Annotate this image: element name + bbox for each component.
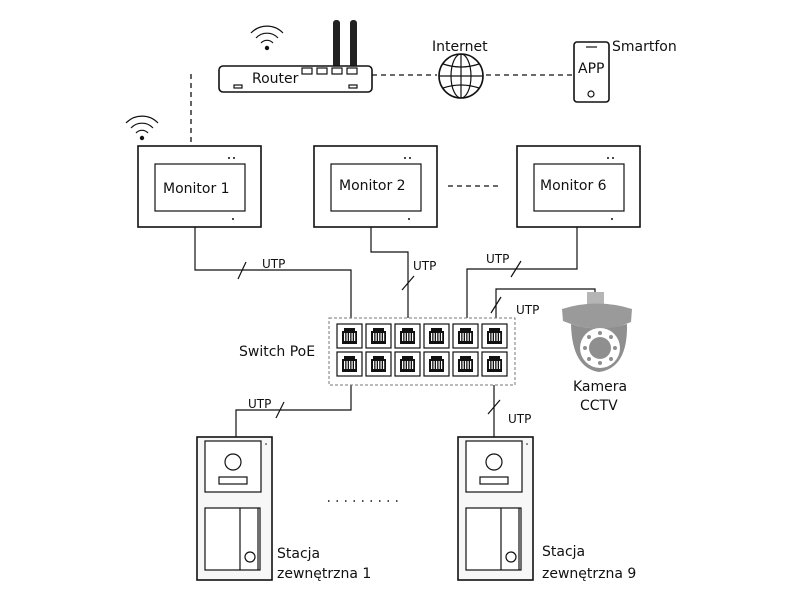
wifi-icon bbox=[250, 25, 284, 51]
monitor2-utp-cable bbox=[370, 227, 409, 322]
outdoor-station-9 bbox=[457, 436, 534, 581]
switch-ports bbox=[336, 323, 508, 377]
rj45-port-icon bbox=[336, 323, 363, 349]
camera-label-line1: Kamera bbox=[573, 379, 627, 395]
cable-slash bbox=[401, 275, 415, 291]
router-label: Router bbox=[252, 71, 299, 87]
smartphone-label: Smartfon bbox=[612, 39, 677, 55]
monitor-6: Monitor 6 bbox=[516, 145, 641, 228]
rj45-port-icon bbox=[394, 323, 421, 349]
rj45-port-icon bbox=[394, 351, 421, 377]
router-port bbox=[316, 67, 328, 75]
cable-slash bbox=[275, 401, 285, 419]
station1-label-line2: zewnętrzna 1 bbox=[277, 566, 371, 582]
rj45-port-icon bbox=[336, 351, 363, 377]
camera-label-line2: CCTV bbox=[580, 398, 618, 414]
router-led bbox=[348, 84, 358, 89]
rj45-port-icon bbox=[365, 351, 392, 377]
monitor1-label: Monitor 1 bbox=[163, 181, 230, 197]
rj45-port-icon bbox=[481, 351, 508, 377]
router-port bbox=[331, 67, 343, 75]
rj45-port-icon bbox=[423, 323, 450, 349]
rj45-port-icon bbox=[481, 323, 508, 349]
internet-label: Internet bbox=[432, 39, 488, 55]
poe-switch bbox=[328, 317, 516, 386]
cable-slash bbox=[237, 261, 247, 280]
monitor1-utp-cable bbox=[194, 227, 352, 322]
station1-label-line1: Stacja bbox=[277, 546, 320, 562]
monitor2-label: Monitor 2 bbox=[339, 178, 406, 194]
rj45-port-icon bbox=[423, 351, 450, 377]
station1-utp-cable bbox=[235, 380, 352, 437]
router-led bbox=[233, 84, 243, 89]
wifi-icon bbox=[125, 115, 159, 141]
app-label: APP bbox=[578, 61, 604, 77]
monitor-1: Monitor 1 bbox=[137, 145, 262, 228]
switch-label: Switch PoE bbox=[239, 344, 315, 360]
monitor-2: Monitor 2 bbox=[313, 145, 438, 228]
cable-slash bbox=[510, 260, 522, 278]
station9-label-line1: Stacja bbox=[542, 544, 585, 560]
smartphone-icon: APP bbox=[573, 41, 610, 103]
station9-label-line2: zewnętrzna 9 bbox=[542, 566, 636, 582]
rj45-port-icon bbox=[365, 323, 392, 349]
router-body bbox=[218, 65, 373, 93]
utp-label: UTP bbox=[413, 259, 436, 273]
outdoor-station-1 bbox=[196, 436, 273, 581]
utp-label: UTP bbox=[248, 397, 271, 411]
router-port bbox=[301, 67, 313, 75]
utp-label: UTP bbox=[486, 252, 509, 266]
cable-slash bbox=[487, 399, 501, 415]
router: Router bbox=[218, 20, 373, 93]
utp-label: UTP bbox=[516, 303, 539, 317]
router-port bbox=[346, 67, 358, 75]
monitor6-utp-cable bbox=[466, 227, 578, 322]
router-antenna bbox=[350, 20, 357, 68]
globe-icon bbox=[438, 53, 484, 99]
camera-icon bbox=[562, 292, 632, 372]
connections bbox=[190, 74, 596, 502]
utp-label: UTP bbox=[262, 257, 285, 271]
rj45-port-icon bbox=[452, 351, 479, 377]
router-antenna bbox=[333, 20, 340, 68]
rj45-port-icon bbox=[452, 323, 479, 349]
utp-label: UTP bbox=[508, 412, 531, 426]
cable-slash bbox=[490, 296, 502, 314]
monitor6-label: Monitor 6 bbox=[540, 178, 607, 194]
